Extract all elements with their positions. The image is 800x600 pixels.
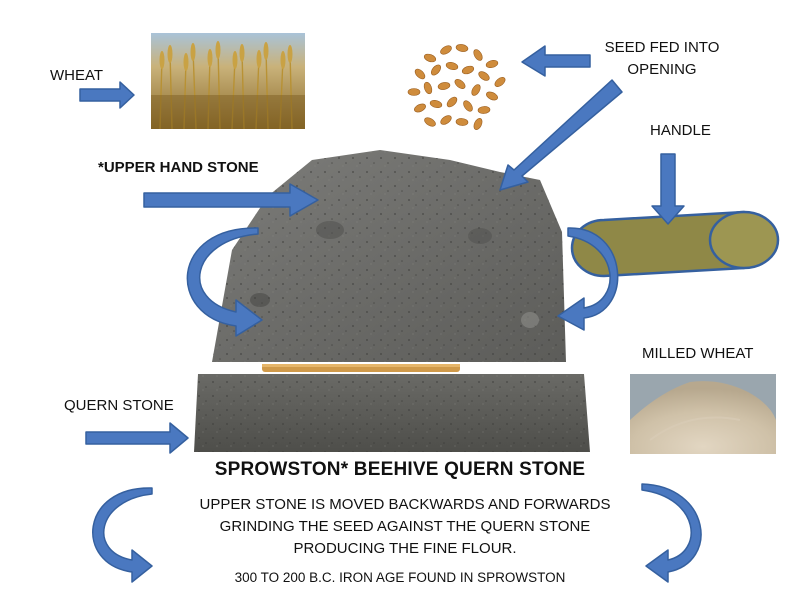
label-quern-stone: QUERN STONE [64, 397, 174, 414]
arrow-seeds [521, 45, 591, 77]
curved-arrow-stone-left [186, 227, 263, 337]
milled-wheat-image [630, 374, 776, 454]
curved-arrow-bottom-left [92, 487, 153, 583]
arrow-handle [651, 153, 685, 225]
description-line-3: PRODUCING THE FINE FLOUR. [293, 540, 517, 557]
label-milled-wheat: MILLED WHEAT [642, 345, 754, 362]
description-line-1: UPPER STONE IS MOVED BACKWARDS AND FORWA… [199, 496, 611, 513]
description: UPPER STONE IS MOVED BACKWARDS AND FORWA… [170, 494, 640, 560]
description-line-2: GRINDING THE SEED AGAINST THE QUERN STON… [219, 518, 591, 535]
diagram-title: SPROWSTON* BEEHIVE QUERN STONE [214, 459, 586, 480]
arrow-quern-stone [85, 422, 189, 454]
arrow-wheat [79, 81, 135, 109]
wheat-field-image [151, 33, 305, 130]
curved-arrow-stone-right [557, 227, 619, 331]
curved-arrow-bottom-right [641, 483, 702, 583]
footer-note: 300 TO 200 B.C. IRON AGE FOUND IN SPROWS… [234, 570, 566, 585]
label-handle: HANDLE [650, 122, 711, 139]
label-seed-fed: SEED FED INTO OPENING [604, 39, 720, 78]
label-wheat: WHEAT [50, 67, 104, 84]
seed-layer [262, 364, 460, 372]
arrow-upper-hand-stone [143, 183, 319, 217]
wheat-seeds-image [403, 30, 515, 142]
arrow-seed-opening [499, 79, 623, 191]
label-upper-hand-stone: *UPPER HAND STONE [98, 159, 259, 176]
quern-stone [194, 374, 590, 452]
